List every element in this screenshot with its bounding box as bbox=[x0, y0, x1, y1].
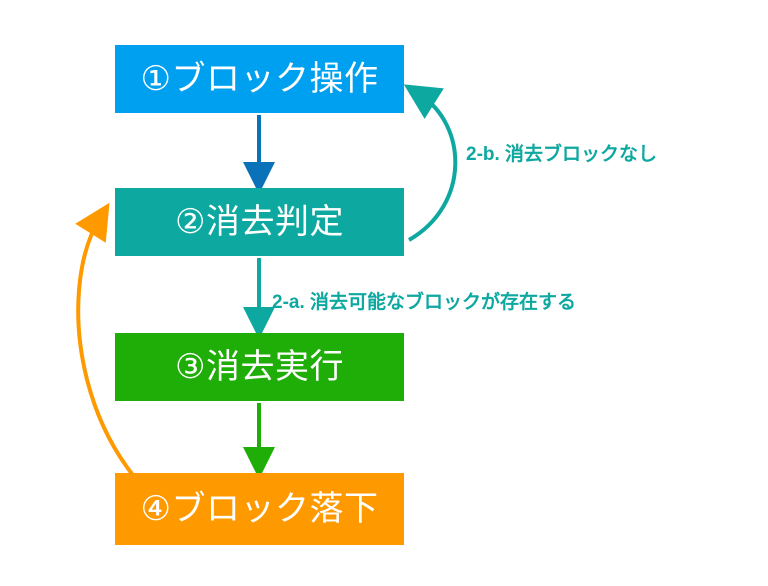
edge-label-2b: 2-b. 消去ブロックなし bbox=[466, 144, 658, 165]
node-block-fall[interactable]: ④ブロック落下 bbox=[115, 473, 404, 545]
arrow-node2-to-node1-loop bbox=[403, 84, 458, 242]
edge-label-2a: 2-a. 消去可能なブロックが存在する bbox=[272, 292, 577, 313]
node-block-operation[interactable]: ①ブロック操作 bbox=[115, 45, 404, 113]
node-clear-execution[interactable]: ③消去実行 bbox=[115, 333, 404, 401]
node-clear-judgement[interactable]: ②消去判定 bbox=[115, 188, 404, 256]
